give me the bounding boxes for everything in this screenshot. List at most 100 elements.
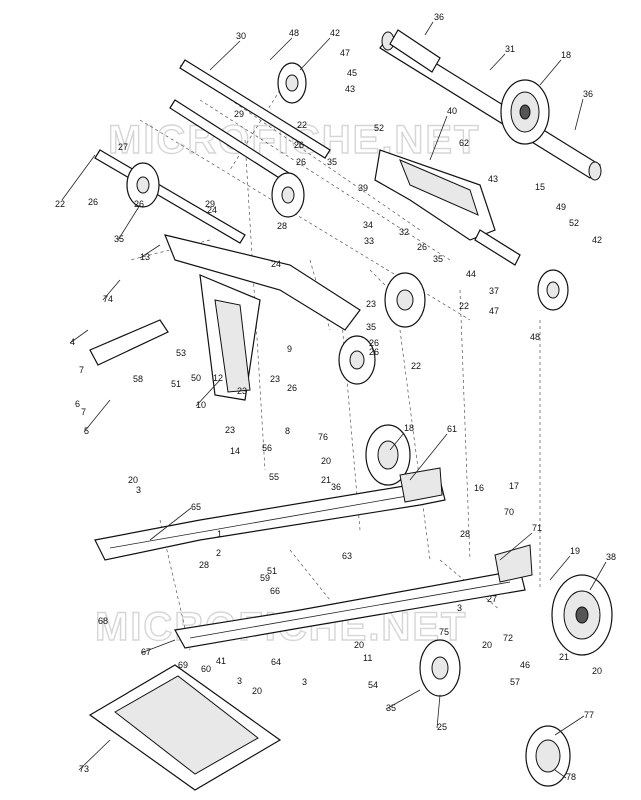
idler-wheel-42-top <box>277 62 307 104</box>
callout-52: 52 <box>374 123 384 133</box>
callout-43: 43 <box>345 84 355 94</box>
callout-38: 38 <box>606 552 616 562</box>
callout-26d: 26 <box>134 199 144 209</box>
callout-20: 20 <box>321 456 331 466</box>
callout-20f: 20 <box>252 686 262 696</box>
callout-46: 46 <box>520 660 530 670</box>
callout-53: 53 <box>176 348 186 358</box>
callout-73: 73 <box>79 764 89 774</box>
callout-78: 78 <box>566 772 576 782</box>
callout-74: 74 <box>103 294 113 304</box>
callout-24: 24 <box>207 205 217 215</box>
callout-55: 55 <box>269 472 279 482</box>
rear-axle-shaft <box>379 29 602 181</box>
callout-72: 72 <box>503 633 513 643</box>
callout-40: 40 <box>447 106 457 116</box>
callout-65: 65 <box>191 502 201 512</box>
callout-31: 31 <box>505 44 515 54</box>
slide-rail-right-66 <box>174 467 533 649</box>
idler-wheel-mid <box>338 335 376 385</box>
callout-34: 34 <box>363 220 373 230</box>
callout-7: 7 <box>79 365 84 375</box>
callout-77: 77 <box>584 710 594 720</box>
callout-3d: 3 <box>302 677 307 687</box>
callout-35: 35 <box>327 157 337 167</box>
idler-wheel-42-right <box>537 269 569 311</box>
callout-67: 67 <box>141 647 151 657</box>
callout-64: 64 <box>271 657 281 667</box>
callout-26h: 26 <box>287 383 297 393</box>
callout-23b: 23 <box>270 374 280 384</box>
track-clips-73 <box>88 664 282 791</box>
callout-20c: 20 <box>482 640 492 650</box>
callout-59: 59 <box>260 573 270 583</box>
callout-48b: 48 <box>530 332 540 342</box>
callout-41: 41 <box>216 656 226 666</box>
callout-61: 61 <box>447 424 457 434</box>
callout-76: 76 <box>318 432 328 442</box>
callout-33: 33 <box>364 236 374 246</box>
link-arm-58 <box>89 319 169 366</box>
callout-47: 47 <box>340 48 350 58</box>
callout-22d: 22 <box>411 361 421 371</box>
callout-71: 71 <box>532 523 542 533</box>
idler-wheel-35-left <box>126 162 160 208</box>
callout-20e: 20 <box>592 666 602 676</box>
callout-51: 51 <box>171 379 181 389</box>
callout-58: 58 <box>133 374 143 384</box>
callout-20b: 20 <box>128 475 138 485</box>
shock-absorber-10 <box>214 299 251 393</box>
callout-18b: 18 <box>404 423 414 433</box>
callout-18: 18 <box>561 50 571 60</box>
callout-35c: 35 <box>433 254 443 264</box>
callout-24b: 24 <box>271 259 281 269</box>
callout-26: 26 <box>294 140 304 150</box>
slide-rail-left-65 <box>94 479 446 561</box>
callout-21: 21 <box>321 475 331 485</box>
callout-23d: 23 <box>225 425 235 435</box>
wheel-cover-78 <box>525 725 571 787</box>
callout-36: 36 <box>434 12 444 22</box>
callout-28: 28 <box>277 221 287 231</box>
callout-47b: 47 <box>489 306 499 316</box>
callout-13: 13 <box>140 252 150 262</box>
callout-26c: 26 <box>88 197 98 207</box>
drive-sprocket-18-lower <box>365 424 411 486</box>
callout-68: 68 <box>98 616 108 626</box>
callout-26g: 26 <box>369 347 379 357</box>
watermark-upper: MICROFICHE.NET <box>108 118 480 162</box>
callout-57: 57 <box>510 677 520 687</box>
callout-62: 62 <box>459 138 469 148</box>
callout-49: 49 <box>556 202 566 212</box>
callout-29: 29 <box>234 109 244 119</box>
callout-23c: 23 <box>237 386 247 396</box>
callout-39: 39 <box>358 183 368 193</box>
callout-22: 22 <box>297 120 307 130</box>
callout-70: 70 <box>504 507 514 517</box>
callout-36b: 36 <box>583 89 593 99</box>
callout-44: 44 <box>466 269 476 279</box>
callout-48: 48 <box>289 28 299 38</box>
bogie-wheel-35-bottom <box>419 639 461 697</box>
callout-60: 60 <box>201 664 211 674</box>
callout-16: 16 <box>474 483 484 493</box>
callout-56: 56 <box>262 443 272 453</box>
callout-52b: 52 <box>569 218 579 228</box>
callout-69: 69 <box>178 660 188 670</box>
callout-35d: 35 <box>366 322 376 332</box>
callout-27: 27 <box>118 142 128 152</box>
idler-wheel-35-center <box>271 172 305 218</box>
callout-66: 66 <box>270 586 280 596</box>
callout-10: 10 <box>196 400 206 410</box>
callout-36c: 36 <box>331 482 341 492</box>
callout-22b: 22 <box>55 199 65 209</box>
callout-20d: 20 <box>354 640 364 650</box>
callout-35e: 35 <box>386 703 396 713</box>
rear-wheel-38 <box>551 574 613 656</box>
callout-12: 12 <box>213 373 223 383</box>
callout-42b: 42 <box>592 235 602 245</box>
callout-5: 5 <box>84 426 89 436</box>
callout-51b: 51 <box>267 566 277 576</box>
callout-43b: 43 <box>488 174 498 184</box>
